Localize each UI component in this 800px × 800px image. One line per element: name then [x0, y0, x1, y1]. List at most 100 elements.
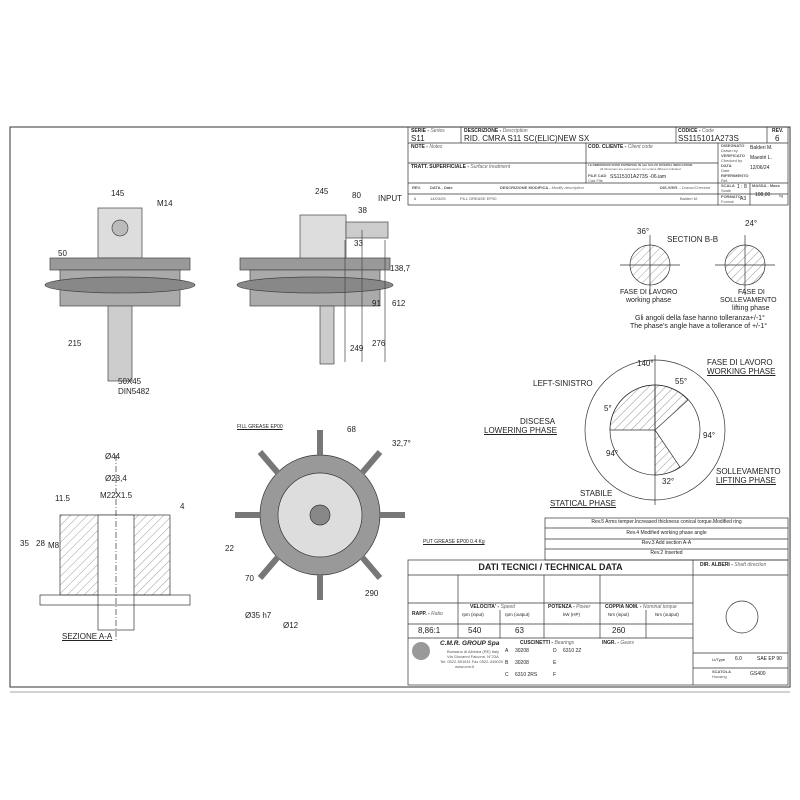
- massa-value: 108,00: [755, 192, 771, 198]
- angle-140: 140°: [637, 359, 654, 368]
- company-phone: Tel. 0522-591611 Fax 0522-349020: [440, 659, 504, 664]
- tech-title: DATI TECNICI / TECHNICAL DATA: [478, 562, 623, 572]
- label-sezione-a-a: SEZIONE A-A: [62, 632, 113, 641]
- company-address-1: Bonsano di Albinea (RE) Italy: [447, 649, 500, 654]
- oil-quantity: 6.0: [735, 656, 742, 662]
- dim-m22: M22X1.5: [100, 491, 133, 500]
- bearing-value: 6310 2Z: [563, 648, 582, 654]
- nm-output-label: Nm (output): [655, 612, 679, 617]
- last-rev-date: 14/03/25: [430, 196, 446, 201]
- dim-68: 68: [347, 425, 356, 434]
- nm-input-value: 260: [612, 626, 626, 635]
- scatola-label: SCATOLA: [712, 669, 731, 674]
- revision-3: Rev.3 Add section A-A: [641, 540, 692, 546]
- dimensions-note: LE DIMENSIONI SONO ESPRESSE IN mm SALVO …: [588, 163, 693, 167]
- dim-22: 22: [225, 544, 234, 553]
- angle-24: 24°: [745, 219, 758, 228]
- label-sollevamento: SOLLEVAMENTO: [720, 297, 777, 304]
- nm-input-label: Nm (input): [608, 612, 630, 617]
- last-rev-by: Balderi M.: [680, 196, 699, 201]
- label-stabile: STABILE: [580, 489, 613, 498]
- section-a-a: [39, 455, 191, 640]
- last-rev-desc: FILL GREASE EP00: [460, 196, 497, 201]
- label-lowering-phase: LOWERING PHASE: [484, 426, 557, 435]
- label-input: INPUT: [378, 194, 402, 203]
- company-logo: [412, 642, 430, 660]
- dim-290: 290: [365, 589, 379, 598]
- angle-94-right: 94°: [703, 431, 716, 440]
- company-web: www.cmr.it: [455, 664, 475, 669]
- label-lifting-phase-upper: LIFTING PHASE: [716, 476, 777, 485]
- descrizione-value: RID. CMRA S11 SC(ELIC)NEW SX: [464, 134, 590, 143]
- label-statical-phase: STATICAL PHASE: [550, 499, 617, 508]
- dim-m8: M8: [48, 541, 60, 550]
- disegnato-label: DISEGNATO: [721, 143, 745, 148]
- dim-612: 612: [392, 299, 406, 308]
- dim-70: 70: [245, 574, 254, 583]
- revision-4: Rev.4 Modified working phase angle: [626, 530, 707, 536]
- rpm-output-value: 63: [515, 626, 524, 635]
- dim-12: Ø12: [283, 621, 299, 630]
- dimensions-note-en: All dimension are expressed in mm unless…: [600, 167, 681, 171]
- tolerance-note-it: Gli angoli della fase hanno tolleranza+/…: [635, 315, 765, 322]
- dim-91: 91: [372, 299, 381, 308]
- label-m14: M14: [157, 199, 173, 208]
- dim-80: 80: [352, 191, 361, 200]
- ingr-label: INGR. - Gears: [602, 640, 634, 646]
- cuscinetti-label: CUSCINETTI - Bearings: [520, 640, 575, 646]
- label-fase-soll: FASE DI: [738, 289, 765, 296]
- bearing-key: B: [505, 660, 509, 666]
- formato-en: Format: [721, 199, 734, 204]
- label-section-b-b: SECTION B-B: [667, 235, 719, 244]
- dim-11-5: 11.5: [55, 494, 70, 503]
- company-name: C.M.R. GROUP Spa: [440, 640, 500, 647]
- top-view-rotor: [235, 430, 405, 600]
- front-view: [44, 207, 196, 382]
- cod-cliente-label: COD. CLIENTE - Client code: [588, 144, 653, 150]
- dim-138: 138,7: [390, 264, 411, 273]
- rapp-label: RAPP. - Ratio: [412, 611, 443, 617]
- label-discesa: DISCESA: [520, 417, 556, 426]
- phase-diagram: [584, 355, 726, 505]
- dim-44: Ø44: [105, 452, 121, 461]
- rev-label: REV.: [772, 128, 784, 134]
- massa-unit: kg: [779, 193, 784, 198]
- scatola-en: Housing: [712, 674, 727, 679]
- dim-50: 50: [58, 249, 67, 258]
- label-left-sinistro: LEFT-SINISTRO: [533, 379, 593, 388]
- formato-label: FORMATO: [721, 194, 741, 199]
- serie-value: S11: [411, 134, 425, 143]
- file-cad-value: SS115101A273S -06.iam: [610, 174, 667, 180]
- dim-4: 4: [180, 502, 185, 511]
- velocita-label: VELOCITA' - Speed: [470, 604, 516, 610]
- bearing-key: F: [553, 672, 557, 678]
- dim-32-7: 32,7°: [392, 439, 411, 448]
- bearing-key: A: [505, 648, 509, 654]
- bearing-key: C: [505, 672, 509, 678]
- scala-en: Scale: [721, 188, 732, 193]
- angle-55: 55°: [675, 377, 688, 386]
- serie-label: SERIE - Series: [411, 128, 445, 134]
- data-en: Date: [721, 168, 730, 173]
- dim-245: 245: [315, 187, 329, 196]
- oil-type: SAE EP 90: [757, 656, 782, 662]
- dim-28: 28: [36, 539, 45, 548]
- label-put-grease: PUT GREASE EP00 0.4 Kg: [423, 539, 485, 545]
- massa-label: MASSA - Mass: [752, 183, 780, 188]
- label-sollevamento-upper: SOLLEVAMENTO: [716, 467, 781, 476]
- file-cad-label: FILE CAD: [588, 173, 607, 178]
- label-fill-grease: FILL GREASE EP00: [237, 424, 283, 430]
- bearing-value: 30208: [515, 660, 529, 666]
- company-address-2: Via Giovanni Falcone, N°23A: [447, 654, 499, 659]
- kw-label: kW (HP): [563, 612, 580, 617]
- bearing-value: 30208: [515, 648, 529, 654]
- desc-mod-label: DESCRIZIONE MODIFICA - Modify descriptio…: [500, 185, 584, 190]
- label-working-phase-upper: WORKING PHASE: [707, 367, 776, 376]
- dim-145: 145: [111, 189, 125, 198]
- scala-value: 1 : 8: [737, 184, 747, 190]
- bearing-value: 6310 2RS: [515, 672, 538, 678]
- disegnato-en: Drawn by: [721, 148, 738, 153]
- data-col: DATA - Date: [430, 185, 453, 190]
- label-shaft: 50X45: [118, 377, 142, 386]
